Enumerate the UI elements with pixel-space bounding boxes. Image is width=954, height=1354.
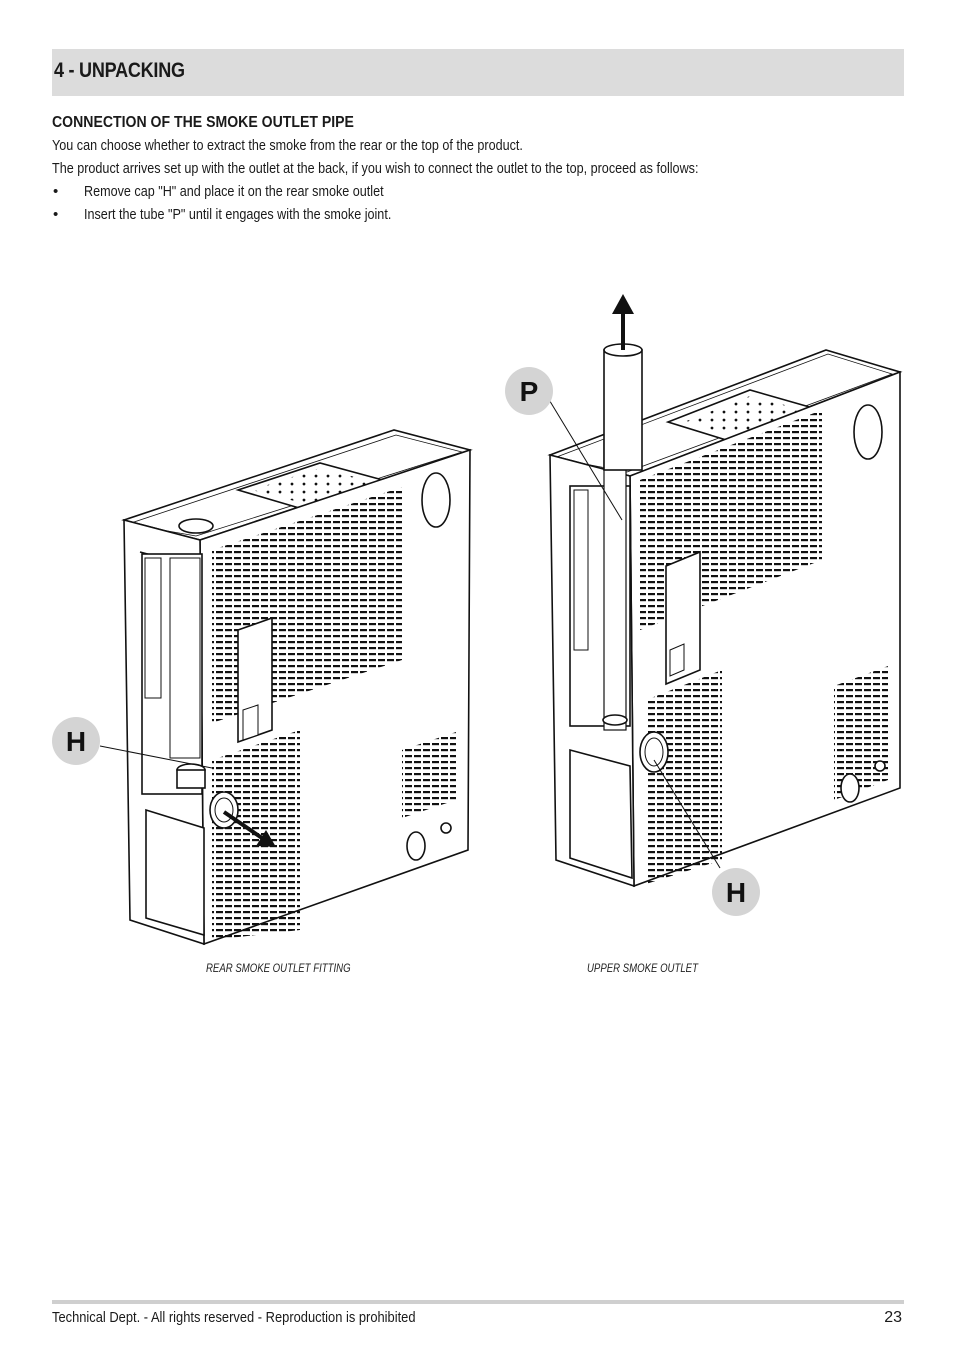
callout-leader-h-left bbox=[99, 745, 213, 769]
page-number: 23 bbox=[884, 1309, 902, 1326]
callout-h-left-label: H bbox=[66, 726, 86, 757]
callout-circle bbox=[505, 367, 553, 415]
callout-circle bbox=[52, 717, 100, 765]
list-item: • Remove cap "H" and place it on the rear… bbox=[52, 180, 904, 203]
left-stove-drawing bbox=[121, 429, 473, 946]
section-header-bar: 4 - UNPACKING bbox=[52, 49, 904, 96]
callout-h-left: H bbox=[52, 717, 100, 765]
section-title: 4 - UNPACKING bbox=[54, 59, 185, 82]
list-item-text: Remove cap "H" and place it on the rear … bbox=[84, 183, 384, 200]
bullet-icon: • bbox=[53, 206, 59, 223]
caption-upper-smoke-outlet: UPPER SMOKE OUTLET bbox=[587, 961, 698, 975]
instruction-list: • Remove cap "H" and place it on the rear… bbox=[52, 180, 904, 226]
stove-illustrations: H bbox=[52, 294, 903, 946]
footer-rule bbox=[52, 1300, 904, 1304]
callout-circle bbox=[712, 868, 760, 916]
content-body: CONNECTION OF THE SMOKE OUTLET PIPE You … bbox=[52, 114, 904, 226]
subsection-heading: CONNECTION OF THE SMOKE OUTLET PIPE bbox=[52, 114, 354, 131]
right-stove-drawing bbox=[547, 294, 903, 888]
callout-h-right-label: H bbox=[726, 877, 746, 908]
callout-leader-h-right bbox=[653, 759, 721, 869]
caption-rear-smoke-outlet: REAR SMOKE OUTLET FITTING bbox=[206, 961, 351, 975]
paragraph-2: The product arrives set up with the outl… bbox=[52, 160, 699, 177]
callout-leader-p bbox=[547, 397, 623, 521]
callout-p: P bbox=[505, 367, 553, 415]
list-item: • Insert the tube "P" until it engages wi… bbox=[52, 203, 904, 226]
callout-h-right: H bbox=[712, 868, 760, 916]
list-item-text: Insert the tube "P" until it engages wit… bbox=[84, 206, 392, 223]
callout-p-label: P bbox=[520, 376, 539, 407]
bullet-icon: • bbox=[53, 183, 59, 200]
paragraph-1: You can choose whether to extract the sm… bbox=[52, 137, 523, 154]
footer-text: Technical Dept. - All rights reserved - … bbox=[52, 1309, 416, 1326]
